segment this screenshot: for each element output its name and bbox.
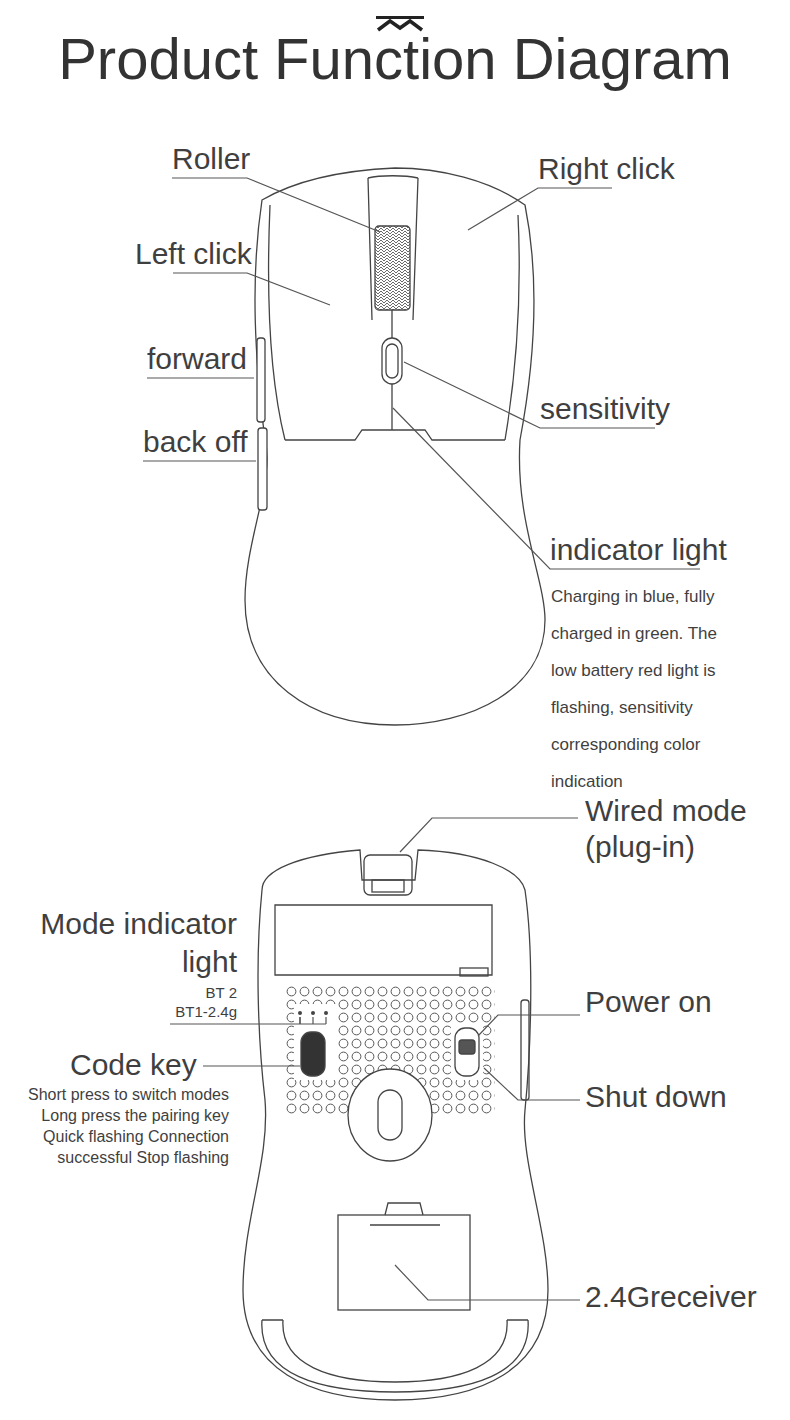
- part-label: Roller: [172, 142, 250, 177]
- mouse-body: [245, 168, 545, 725]
- side-button: [257, 338, 265, 422]
- note-text: Charging in blue, fully charged in green…: [551, 578, 747, 800]
- leader-line: [172, 178, 380, 232]
- leader-line: [203, 1065, 300, 1066]
- key-area: [294, 1004, 336, 1080]
- leader-line: [468, 188, 612, 230]
- base-tab: [460, 968, 488, 976]
- part-label: indicator light: [550, 533, 727, 568]
- mode-led: [324, 1011, 328, 1015]
- page-title: Product Function Diagram: [0, 26, 790, 93]
- mouse-body: [243, 850, 548, 1400]
- dpi-button: [382, 338, 402, 384]
- leader-tick: [300, 1017, 326, 1024]
- mode-label: BT1-2.4g: [175, 1003, 237, 1020]
- leader-line: [484, 1068, 580, 1100]
- logo-bar: [376, 16, 424, 19]
- side-bevel: [505, 215, 519, 440]
- switch-slider: [459, 1040, 475, 1054]
- power-switch: [455, 1028, 479, 1076]
- button-edge: [285, 430, 505, 440]
- side-button: [258, 428, 267, 510]
- part-label: Power on: [585, 985, 712, 1020]
- mouse-bottom-view: [243, 850, 548, 1400]
- receiver-cover: [338, 1215, 470, 1310]
- leader-line: [170, 1023, 326, 1024]
- mode-led: [298, 1011, 302, 1015]
- part-label: Mode indicator light: [12, 905, 237, 981]
- part-label: Left click: [135, 237, 252, 272]
- mouse-skate: [262, 1320, 528, 1392]
- side-bevel: [269, 205, 285, 440]
- leader-line: [143, 460, 256, 461]
- part-label: Wired mode (plug-in): [585, 793, 765, 865]
- mode-led: [311, 1011, 315, 1015]
- receiver-tab: [370, 1203, 440, 1225]
- part-label: back off: [143, 425, 248, 460]
- leader-line: [395, 1265, 580, 1300]
- usb-port: [364, 855, 412, 895]
- part-label: Right click: [538, 152, 675, 187]
- code-key: [301, 1032, 325, 1076]
- mouse-top-view: [245, 168, 545, 725]
- sensor: [378, 1090, 402, 1140]
- switch-area: [451, 1024, 483, 1080]
- scroll-wheel: [375, 226, 410, 310]
- note-text: Short press to switch modes Long press t…: [9, 1084, 229, 1168]
- leader-line: [147, 377, 254, 378]
- part-label: sensitivity: [540, 392, 670, 427]
- leader-line: [478, 1015, 580, 1036]
- usb-port-inner: [372, 880, 404, 892]
- part-label: 2.4Greceiver: [585, 1280, 757, 1315]
- part-label: forward: [147, 342, 247, 377]
- leader-line: [173, 273, 330, 305]
- center-channel: [368, 176, 418, 320]
- leader-line: [400, 818, 578, 852]
- part-label: Shut down: [585, 1080, 727, 1115]
- dpi-button-inner: [386, 344, 398, 378]
- mode-label: BT 2: [206, 984, 237, 1001]
- sensor-ring: [348, 1069, 432, 1161]
- base-window: [275, 905, 492, 975]
- part-label: Code key: [70, 1048, 197, 1083]
